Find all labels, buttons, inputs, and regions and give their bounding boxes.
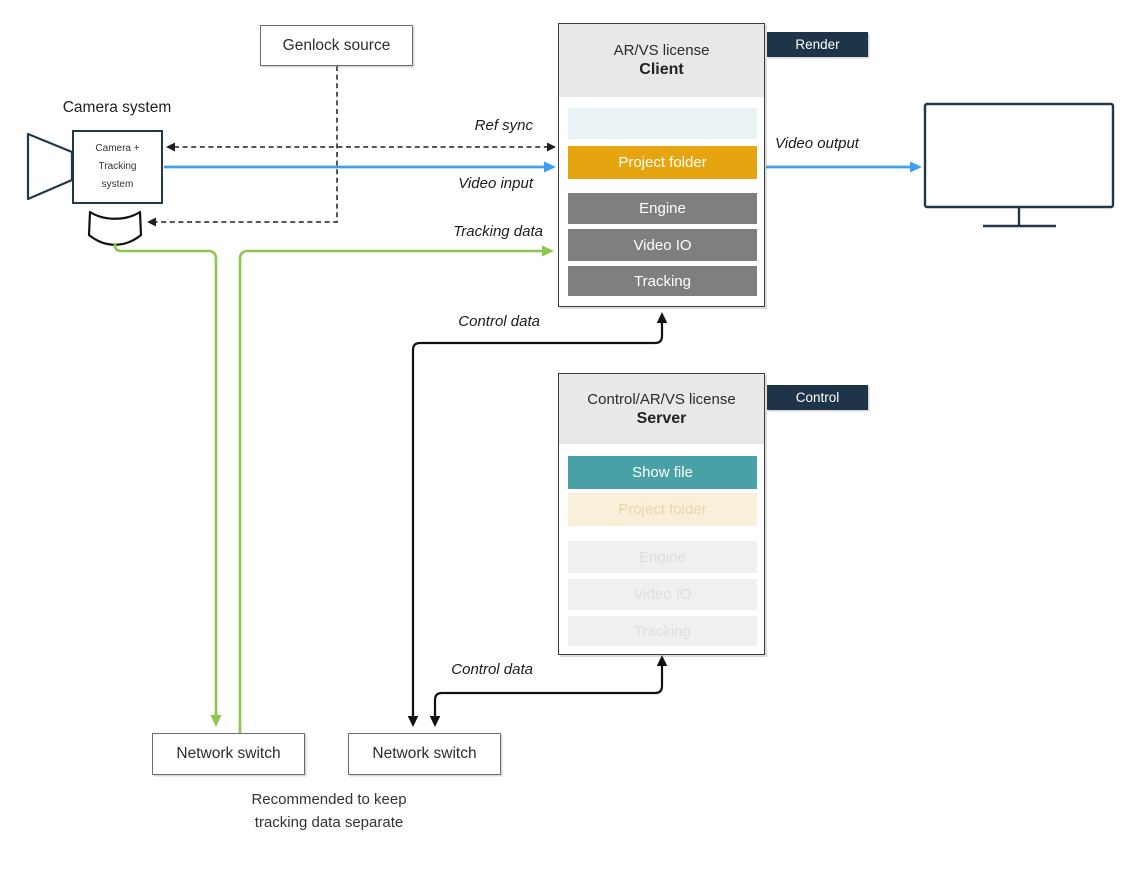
server-row-engine: Engine [568,541,757,573]
control-tag: Control [767,385,868,410]
client-row-engine: Engine [568,193,757,224]
server-row-video-io: Video IO [568,579,757,610]
switch-to-client-tracking-connector [238,245,554,733]
tracking-to-switch-connector [113,243,222,727]
camera-mount-shape [87,210,143,246]
server-box: Control/AR/VS license Server Show file P… [558,373,765,655]
camera-lens-cone [26,132,74,201]
client-row-video-io: Video IO [568,229,757,261]
server-role-label: Server [636,409,687,427]
client-row-tracking: Tracking [568,266,757,296]
tracking-note-line2: tracking data separate [254,814,404,831]
genlock-to-tracking-connector [147,66,338,227]
render-tag: Render [767,32,868,57]
label-control-data-upper: Control data [458,313,540,330]
tracking-note-line1: Recommended to keep [251,791,407,808]
camera-box-line3: system [101,179,134,190]
camera-icon [26,132,143,246]
label-tracking-data: Tracking data [453,223,543,240]
monitor-icon [923,102,1115,228]
genlock-source-box: Genlock source [260,25,413,66]
server-row-project-folder: Project folder [568,493,757,526]
camera-system-heading: Camera system [62,99,172,116]
label-control-data-lower: Control data [451,661,533,678]
client-header: AR/VS license Client [559,24,764,97]
client-license-label: AR/VS license [613,42,710,59]
label-ref-sync: Ref sync [474,117,533,134]
client-box: AR/VS license Client Project folder Engi… [558,23,765,307]
client-row-project-folder: Project folder [568,146,757,179]
server-license-label: Control/AR/VS license [587,390,736,408]
tracking-note: Recommended to keep tracking data separa… [204,788,454,834]
monitor-screen [923,102,1115,209]
client-control-connector [407,312,668,727]
client-row-show-file-slot [568,108,757,139]
label-video-output: Video output [775,135,859,152]
camera-box-line1: Camera + [95,143,140,154]
label-video-input: Video input [458,175,533,192]
client-role-label: Client [639,61,684,78]
network-switch-right: Network switch [348,733,501,775]
server-header: Control/AR/VS license Server [559,374,764,444]
camera-box-line2: Tracking [98,161,137,172]
network-switch-left: Network switch [152,733,305,775]
server-row-tracking: Tracking [568,616,757,646]
camera-tracking-box: Camera + Tracking system [72,130,163,204]
server-control-connector [429,655,668,727]
server-row-show-file: Show file [568,456,757,489]
